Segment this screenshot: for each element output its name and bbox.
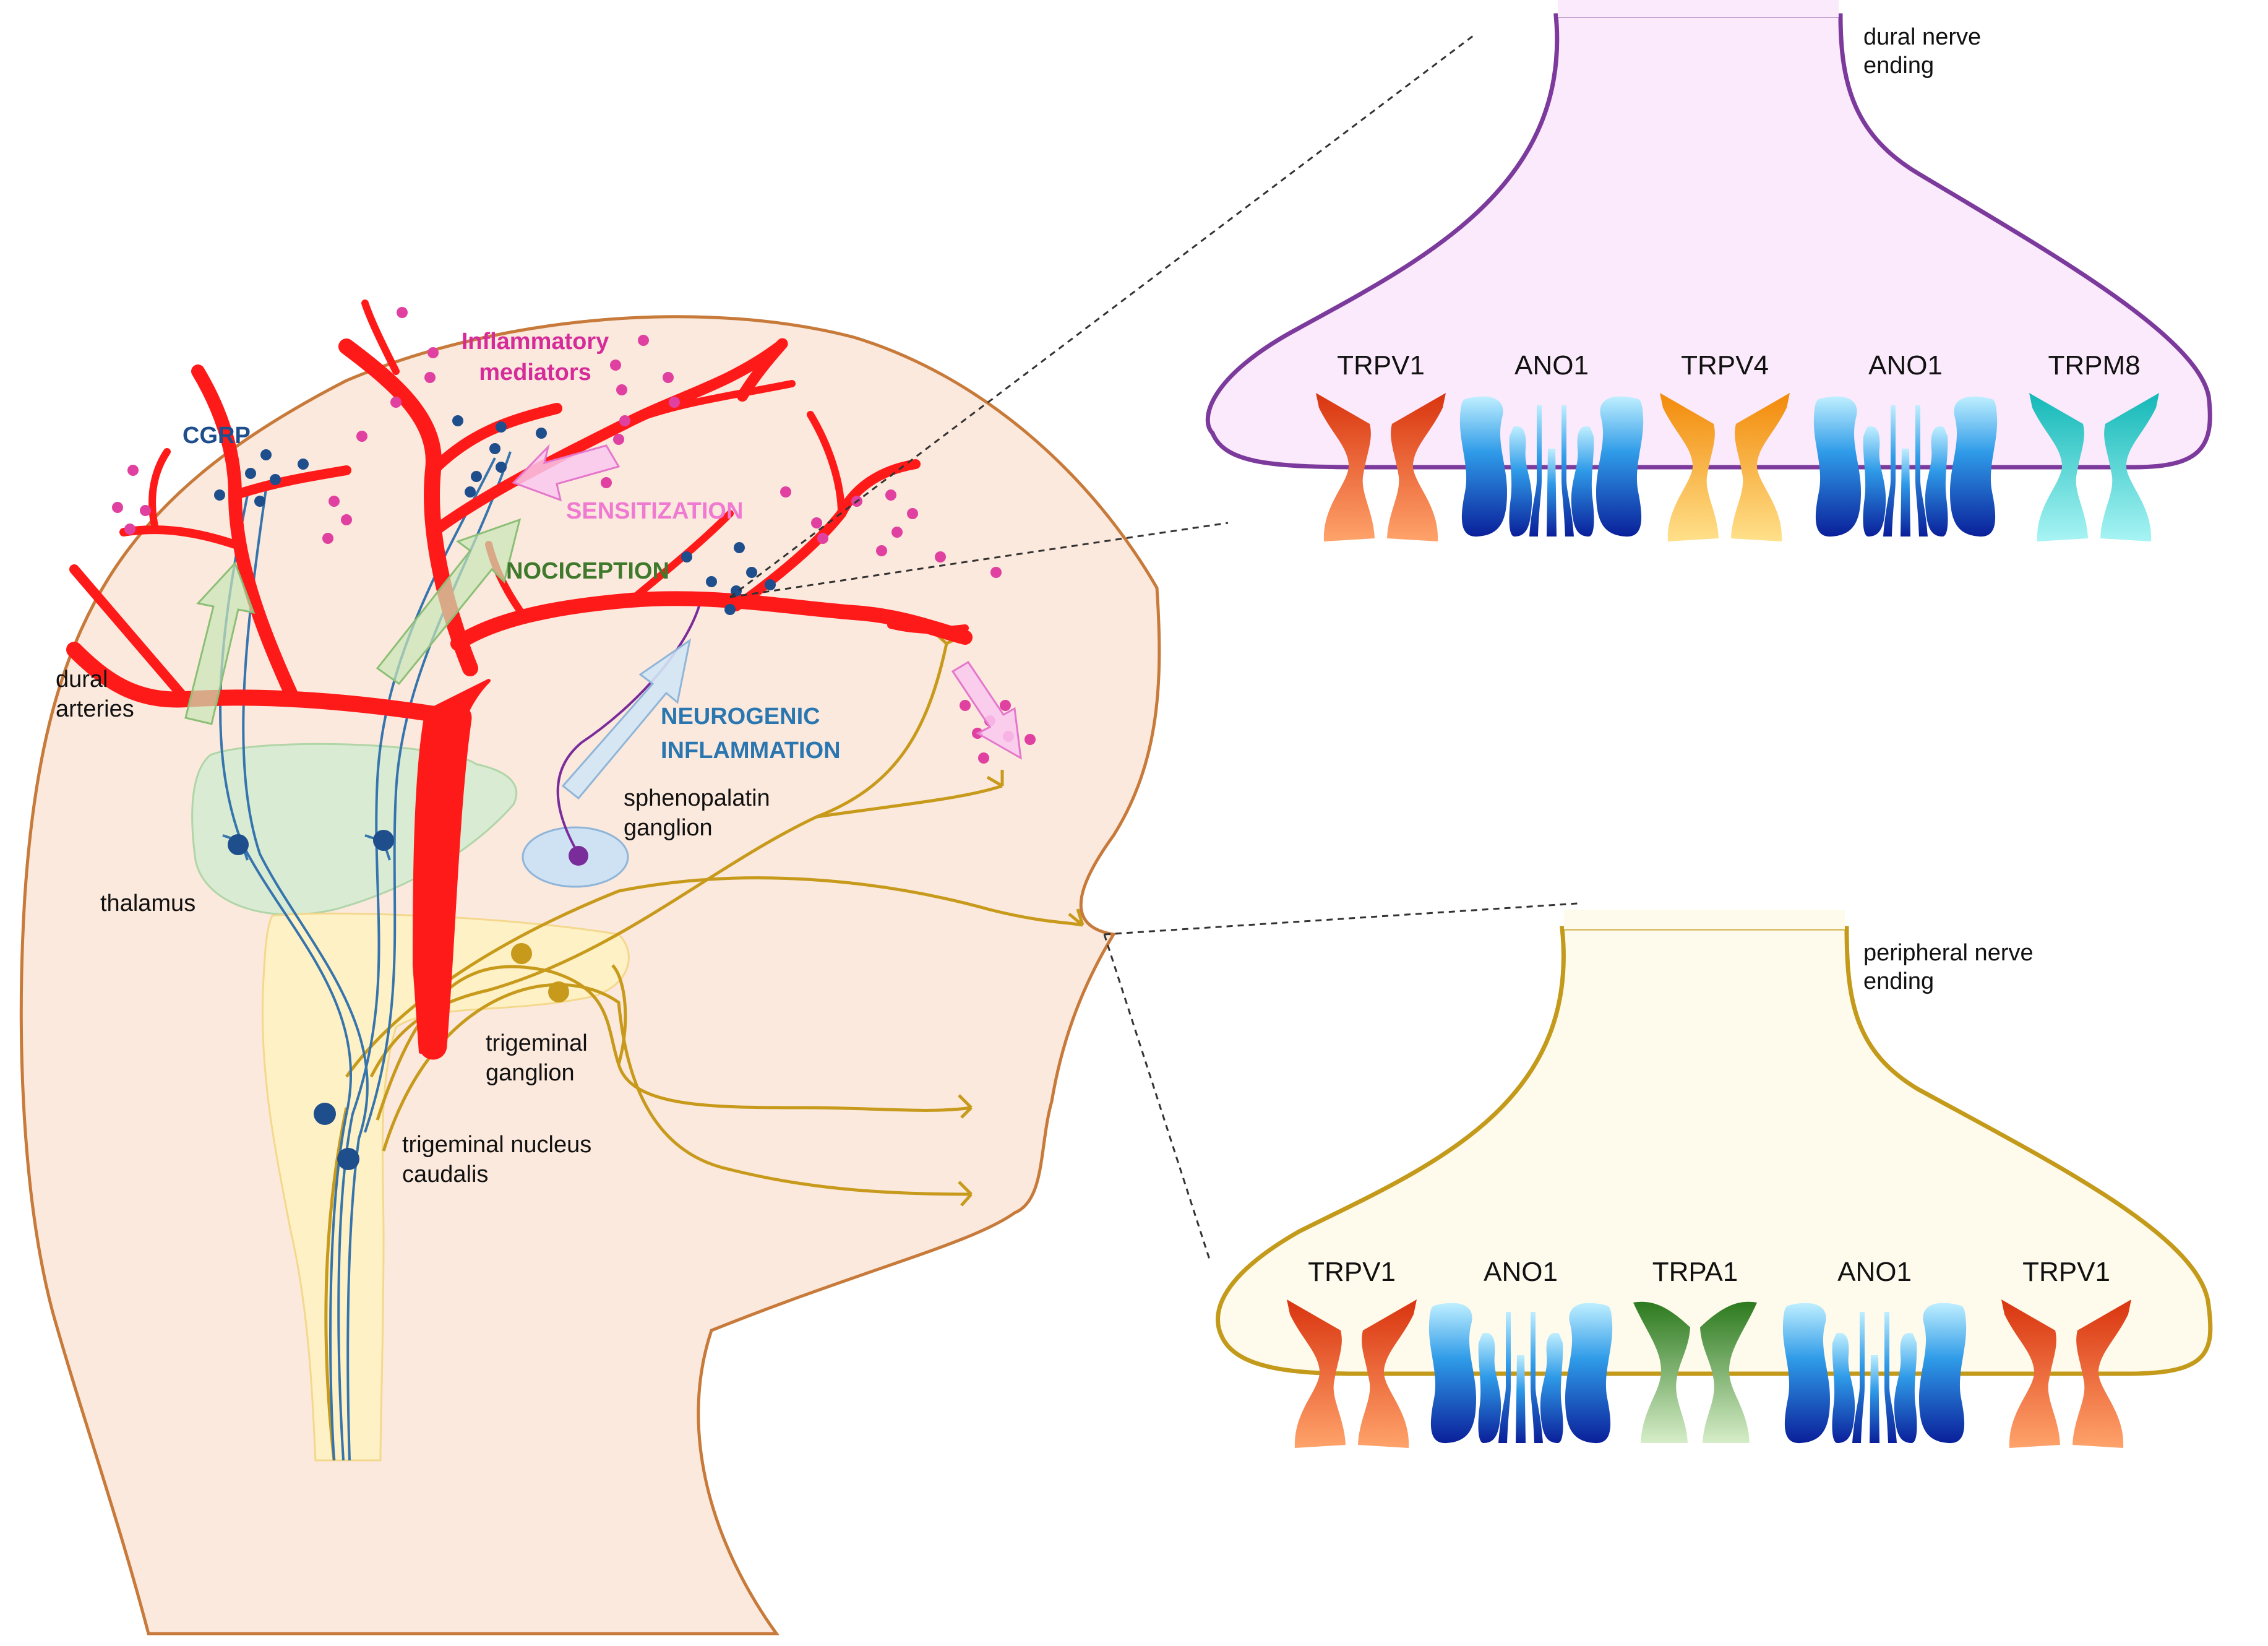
cgrp-label: CGRP [183, 423, 251, 449]
trigeminal-nucleus-caudalis-label: caudalis [402, 1161, 488, 1187]
head-illustration: Inflammatory mediators CGRP SENSITIZATIO… [19, 299, 1161, 1635]
neurogenic-inflammation-label: NEUROGENIC [661, 704, 820, 730]
tnc-neuron [337, 1148, 359, 1170]
dural-arteries-label: arteries [56, 696, 134, 722]
nociception-label: NOCICEPTION [506, 558, 669, 584]
trigeminal-ganglion-neuron [548, 981, 569, 1002]
ion-channel-ano1: ANO1 [1813, 350, 1998, 537]
ion-channel-ano1: ANO1 [1782, 1257, 1967, 1444]
sensitization-label: SENSITIZATION [566, 498, 743, 524]
svg-text:TRPA1: TRPA1 [1652, 1257, 1738, 1287]
peripheral-nerve-ending-title: peripheral nerve [1863, 940, 2034, 966]
svg-text:TRPV4: TRPV4 [1681, 350, 1769, 381]
ion-channel-trpv1: TRPV1 [1316, 350, 1446, 541]
svg-text:ANO1: ANO1 [1484, 1257, 1558, 1287]
neurogenic-inflammation-label: INFLAMMATION [661, 738, 841, 764]
sensitization-arrow [512, 444, 621, 502]
cgrp-molecules [214, 415, 776, 615]
nociception-arrow [376, 518, 522, 686]
trigeminal-ganglion-label: trigeminal [486, 1030, 588, 1056]
dural-nerve-ending-title: ending [1863, 53, 1934, 79]
peripheral-nerve-ending-title: ending [1863, 968, 1934, 994]
dural-nerve-ending-panel: dural nerve ending TRPV1 ANO1 TRPV4 ANO1… [1205, 0, 2212, 541]
thalamus-label: thalamus [100, 890, 195, 916]
mediator-release-arrow [951, 660, 1022, 760]
svg-text:TRPM8: TRPM8 [2048, 350, 2140, 381]
svg-text:TRPV1: TRPV1 [2022, 1257, 2110, 1287]
zoom-guide-lines [729, 33, 1578, 1260]
trigeminal-ganglion-label: ganglion [486, 1060, 575, 1086]
thalamic-neuron [373, 830, 394, 851]
trigeminal-nucleus-caudalis-label: trigeminal nucleus [402, 1132, 591, 1158]
svg-text:ANO1: ANO1 [1514, 350, 1589, 381]
ion-channel-ano1: ANO1 [1428, 1257, 1613, 1444]
dural-nerve-ending-membrane [1205, 13, 2212, 470]
thalamic-neuron [228, 834, 249, 855]
ion-channel-trpv1: TRPV1 [1287, 1257, 1417, 1448]
ion-channel-trpv1: TRPV1 [2001, 1257, 2131, 1448]
sphenopalatine-neuron [569, 846, 588, 866]
dural-arteries-label: dural [56, 666, 108, 692]
svg-text:ANO1: ANO1 [1837, 1257, 1912, 1287]
inflammatory-mediators-label: Inflammatory [462, 329, 609, 355]
ion-channel-trpv4: TRPV4 [1660, 350, 1790, 541]
nociception-arrow [184, 561, 256, 725]
trigeminal-ganglion-neuron [511, 943, 532, 964]
inflammatory-mediators-label: mediators [479, 360, 591, 386]
ion-channel-ano1: ANO1 [1459, 350, 1644, 537]
neurogenic-inflammation-arrow [561, 638, 692, 800]
peripheral-nerve-ending-membrane [1216, 926, 2213, 1376]
svg-text:ANO1: ANO1 [1868, 350, 1943, 381]
sphenopalatin-ganglion-label: ganglion [624, 815, 713, 841]
parasympathetic-nerve [556, 593, 703, 855]
svg-text:TRPV1: TRPV1 [1337, 350, 1425, 381]
dural-nerve-ending-title: dural nerve [1863, 24, 1981, 50]
sphenopalatin-ganglion-label: sphenopalatin [624, 785, 770, 811]
peripheral-nerve-ending-panel: peripheral nerve ending TRPV1 ANO1 TRPA1… [1216, 910, 2213, 1448]
svg-text:TRPV1: TRPV1 [1308, 1257, 1396, 1287]
ion-channel-trpa1: TRPA1 [1633, 1257, 1757, 1443]
tnc-neuron [314, 1103, 336, 1125]
ion-channel-trpm8: TRPM8 [2029, 350, 2159, 541]
